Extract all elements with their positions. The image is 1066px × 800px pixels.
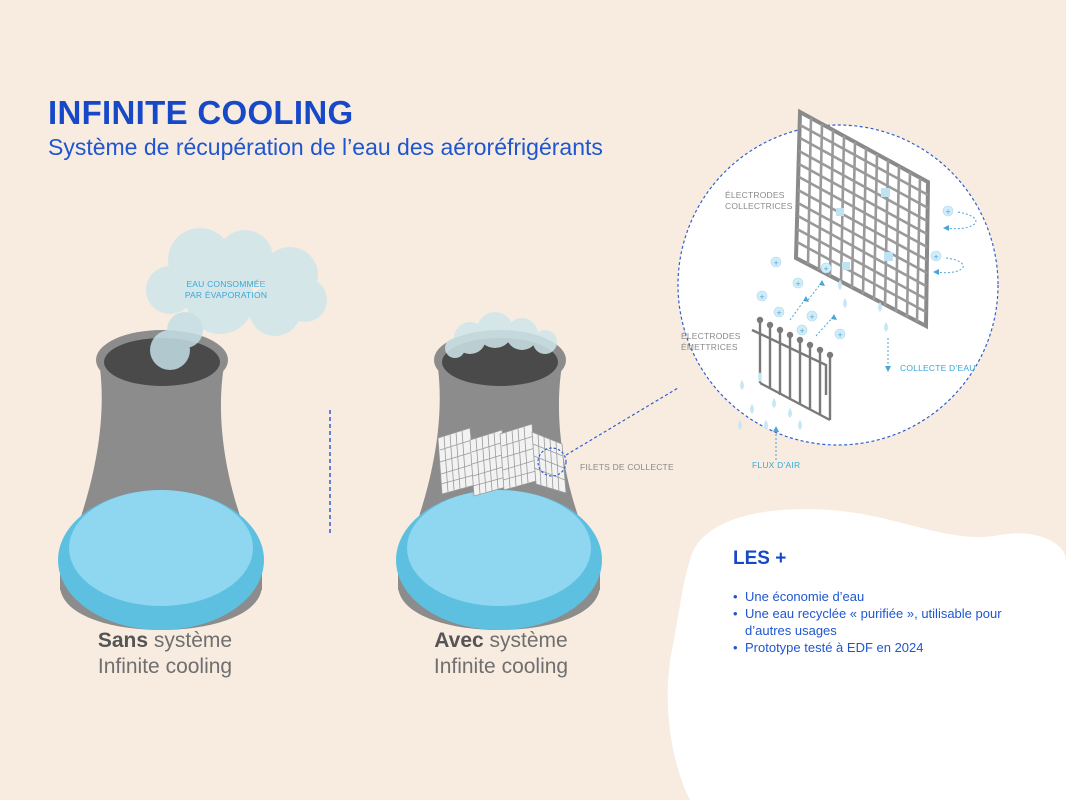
emitter-electrodes bbox=[751, 320, 832, 422]
nets-label: FILETS DE COLLECTE bbox=[580, 462, 674, 472]
ion-flow-arrows bbox=[775, 211, 977, 460]
evaporation-label: EAU CONSOMMÉE PAR ÉVAPORATION bbox=[184, 279, 268, 300]
benefits-list: Une économie d’eau Une eau recyclée « pu… bbox=[731, 588, 1031, 656]
ion-plus-signs: + + + + + + + + + + bbox=[759, 208, 951, 339]
page-title: INFINITE COOLING bbox=[48, 94, 354, 131]
svg-text:+: + bbox=[809, 313, 815, 321]
detail-zoom: + + + + + + + + + + bbox=[677, 108, 999, 460]
collector-electrode-grid bbox=[793, 108, 931, 330]
svg-text:+: + bbox=[759, 293, 765, 301]
svg-text:+: + bbox=[799, 327, 805, 335]
left-tower-caption: Sans système Infinite cooling bbox=[97, 629, 233, 678]
left-steam-cloud bbox=[146, 228, 327, 370]
airflow-label: FLUX D’AIR bbox=[752, 460, 801, 470]
net-1 bbox=[437, 427, 476, 495]
net-4 bbox=[531, 431, 567, 494]
svg-text:+: + bbox=[945, 208, 951, 216]
right-water-pool bbox=[407, 490, 591, 606]
zoom-connector bbox=[565, 387, 679, 456]
emitter-label: ÉLECTRODES ÉMETTRICES bbox=[681, 331, 741, 352]
svg-text:+: + bbox=[776, 309, 782, 317]
benefit-item: Une économie d’eau bbox=[731, 588, 1031, 605]
net-zoom-marker bbox=[537, 447, 567, 477]
collector-label: ÉLECTRODES COLLECTRICES bbox=[725, 190, 793, 211]
left-cooling-tower bbox=[58, 228, 327, 630]
benefits-title: LES + bbox=[733, 548, 787, 569]
svg-text:+: + bbox=[933, 253, 939, 261]
svg-text:+: + bbox=[823, 265, 829, 273]
svg-text:+: + bbox=[795, 280, 801, 288]
svg-text:+: + bbox=[773, 259, 779, 267]
emitter-tips bbox=[756, 316, 834, 359]
collection-nets bbox=[437, 423, 567, 497]
water-droplets bbox=[738, 280, 888, 430]
arrow-heads bbox=[773, 225, 949, 432]
water-collect-label: COLLECTE D’EAU bbox=[900, 363, 976, 373]
page-subtitle: Système de récupération de l’eau des aér… bbox=[48, 134, 603, 160]
right-tower-caption: Avec système Infinite cooling bbox=[433, 629, 569, 678]
net-3 bbox=[499, 423, 537, 491]
right-steam bbox=[445, 312, 557, 358]
benefit-item: Prototype testé à EDF en 2024 bbox=[731, 639, 1031, 656]
svg-text:+: + bbox=[837, 331, 843, 339]
ion-particles bbox=[756, 205, 954, 340]
right-cooling-tower bbox=[396, 312, 602, 630]
benefit-item: Une eau recyclée « purifiée », utilisabl… bbox=[731, 605, 1031, 639]
left-water-pool bbox=[69, 490, 253, 606]
